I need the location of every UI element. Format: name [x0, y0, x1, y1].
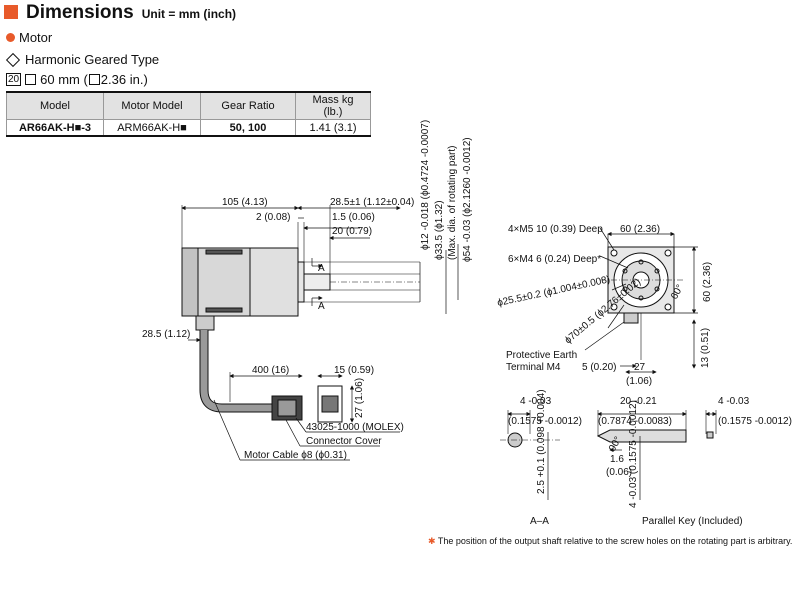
m4-holes: 6×M4 6 (0.24) Deep* [508, 254, 601, 265]
dim-15: 15 (0.59) [334, 365, 374, 376]
dim-13: 13 (0.51) [700, 328, 711, 368]
frame-size: 20 60 mm ( 2.36 in.) [6, 72, 148, 87]
asterisk-icon: ✱ [428, 536, 436, 546]
molex-label: 43025-1000 (MOLEX) [306, 422, 404, 433]
page-title: Dimensions [26, 2, 134, 23]
parallel-key [596, 410, 687, 500]
dim-20: 20 (0.79) [332, 226, 372, 237]
dia-25-5: ϕ25.5±0.2 (ϕ1.004±0.008) [496, 274, 611, 309]
header-square-icon [4, 5, 18, 19]
dim-27: 27 [634, 362, 646, 373]
header: Dimensions Unit = mm (inch) [4, 2, 236, 24]
dim-2: 2 (0.08) [256, 212, 290, 223]
front-dims [584, 227, 698, 375]
section-a-bottom: A [318, 301, 325, 312]
cell-model: AR66AK-H■-3 [6, 119, 104, 137]
dim-27v: 27 (1.06) [354, 378, 365, 418]
shaft-diameter: ϕ12 -0.018 (ϕ0.4724 -0.0007) [420, 120, 431, 250]
key-length-tol: 20 -0.21 [620, 396, 657, 407]
width-60: 60 (2.36) [620, 224, 660, 235]
cell-motor-model: ARM66AK-H■ [103, 119, 201, 137]
rotating-note: (Max. dia. of rotating part) [447, 146, 458, 261]
cable-dims [213, 373, 400, 461]
key-1-6: 1.6 [610, 454, 624, 465]
sec1-caption: A–A [530, 516, 549, 527]
pilot-diameter: ϕ54 -0.03 (ϕ2.1260 -0.0012) [462, 137, 473, 262]
key-caption: Parallel Key (Included) [642, 516, 743, 527]
sec3-tol: 4 -0.03 [718, 396, 750, 407]
col-model: Model [6, 91, 104, 120]
footnote-text: The position of the output shaft relativ… [437, 536, 793, 546]
subsection-heading: Harmonic Geared Type [5, 52, 160, 67]
section-arrows [311, 258, 323, 306]
key-1-6-inch: (0.06) [606, 467, 632, 478]
col-mass: Mass kg (lb.) [295, 91, 371, 120]
footnote: ✱ The position of the output shaft relat… [428, 536, 792, 547]
pe-label-1: Protective Earth [506, 350, 577, 361]
section-label: Motor [19, 30, 53, 45]
motor-cable [199, 330, 343, 423]
sec1-inch: (0.1575 -0.0012) [508, 416, 582, 427]
spec-table: Model Motor Model Gear Ratio Mass kg (lb… [6, 91, 371, 137]
key-height: 4 -0.03 (0.1575 -0.0012) [628, 400, 639, 508]
key-end-section [705, 410, 717, 439]
pe-label-2: Terminal M4 [506, 362, 561, 373]
square-outline-icon [88, 74, 100, 85]
col-motor-model: Motor Model [103, 91, 201, 120]
connector-cover-label: Connector Cover [306, 436, 382, 447]
cell-mass: 1.41 (3.1) [295, 119, 371, 137]
frame-size-inch: 2.36 in.) [100, 72, 148, 87]
section-a-top: A [318, 263, 325, 274]
extension-lines [181, 205, 420, 350]
rotating-diameter: ϕ33.5 (ϕ1.32) [434, 200, 445, 260]
dim-27-inch: (1.06) [626, 376, 652, 387]
section-aa [500, 410, 560, 500]
motor-cable-label: Motor Cable ϕ8 (ϕ0.31) [244, 450, 347, 461]
dim-28-5: 28.5±1 (1.12±0.04) [330, 197, 414, 208]
table-row: AR66AK-H■-3 ARM66AK-H■ 50, 100 1.41 (3.1… [6, 119, 371, 137]
cell-gear-ratio: 50, 100 [200, 119, 296, 137]
dim-1-5: 1.5 (0.06) [332, 212, 375, 223]
sec3-inch: (0.1575 -0.0012) [718, 416, 792, 427]
height-60: 60 (2.36) [702, 262, 713, 302]
orange-dot-icon [6, 33, 15, 42]
section-heading: Motor [6, 30, 52, 45]
sec1-tol: 4 -0.03 [520, 396, 552, 407]
subsection-label: Harmonic Geared Type [25, 52, 160, 67]
frame-badge: 20 [6, 73, 22, 86]
sec1-depth: 2.5 +0.1 (0.098 +0.004) [536, 389, 547, 494]
motor-front-view [600, 246, 684, 360]
dim-105: 105 (4.13) [222, 197, 268, 208]
vertical-dim-lines [419, 244, 459, 314]
square-outline-icon [25, 74, 37, 85]
key-length-inch: (0.7874 -0.0083) [598, 416, 672, 427]
dim-5: 5 (0.20) [582, 362, 616, 373]
dim-400: 400 (16) [252, 365, 289, 376]
unit-label: Unit = mm (inch) [141, 7, 237, 21]
m5-holes: 4×M5 10 (0.39) Deep [508, 224, 603, 235]
frame-size-label: 60 mm ( [40, 72, 88, 87]
motor-side-view [181, 247, 331, 331]
top-dimensions [181, 205, 401, 241]
dim-left-28-5: 28.5 (1.12) [142, 329, 190, 340]
